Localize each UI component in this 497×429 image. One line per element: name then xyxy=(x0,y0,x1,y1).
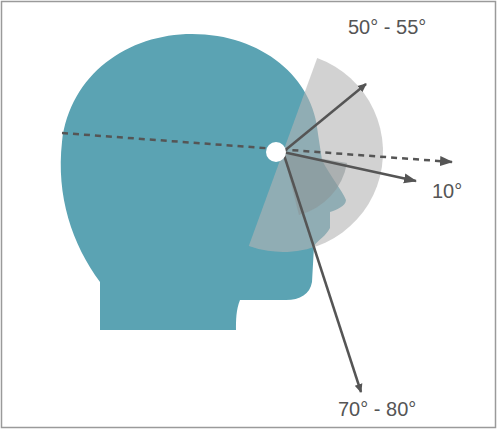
angle-label: 50° - 55° xyxy=(348,16,426,38)
eye-point xyxy=(266,142,286,162)
ten-degree-arrow xyxy=(283,152,416,181)
angle-label: 10° xyxy=(432,180,462,202)
horizontal-dashed-line xyxy=(62,133,452,162)
upper-arrow xyxy=(283,84,366,152)
angle-label: 70° - 80° xyxy=(338,398,416,420)
lower-arrow xyxy=(283,152,361,392)
